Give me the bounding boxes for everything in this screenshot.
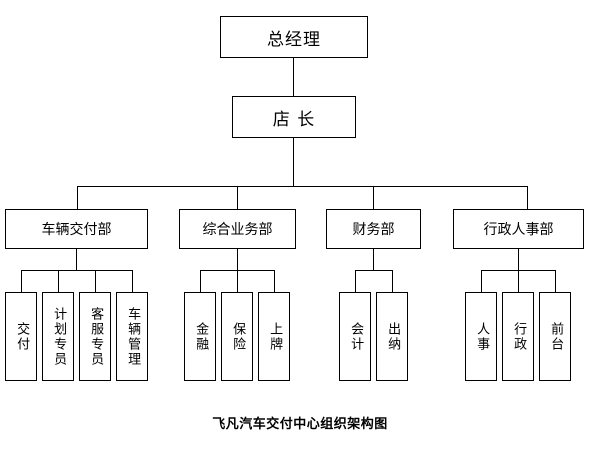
- node-department-general-business-label: 综合业务部: [202, 222, 273, 238]
- connector-dept-1-to-leaf-3: [95, 270, 96, 292]
- node-department-finance-label: 财务部: [352, 222, 395, 238]
- node-role-human-resources[interactable]: 人事: [465, 292, 497, 381]
- connector-dept-1-to-leaf-2: [58, 270, 59, 292]
- node-general-manager-label: 总经理: [267, 29, 321, 50]
- node-role-insurance[interactable]: 保险: [221, 292, 253, 381]
- node-department-vehicle-delivery-label: 车辆交付部: [41, 222, 112, 238]
- connector-dept-3-drop: [373, 249, 374, 271]
- node-role-front-desk[interactable]: 前台: [539, 292, 571, 381]
- node-role-vehicle-management[interactable]: 车辆管理: [116, 292, 148, 381]
- connector-dept-2-to-leaf-1: [200, 270, 201, 292]
- connector-dept-3-bus: [355, 270, 393, 271]
- connector-dept-4-drop: [518, 249, 519, 271]
- node-store-manager-label: 店 长: [272, 109, 316, 130]
- connector-dept-2-to-leaf-3: [274, 270, 275, 292]
- node-role-insurance-label: 保险: [230, 321, 246, 352]
- node-role-customer-service-specialist-label: 客服专员: [88, 306, 104, 367]
- connector-dept-3-to-leaf-2: [392, 270, 393, 292]
- node-department-vehicle-delivery[interactable]: 车辆交付部: [5, 209, 148, 249]
- connector-gm-to-store-manager: [293, 58, 294, 96]
- node-role-finance-product-label: 金融: [193, 321, 209, 352]
- node-department-admin-hr[interactable]: 行政人事部: [453, 209, 584, 249]
- node-role-planning-specialist-label: 计划专员: [51, 306, 67, 367]
- connector-bus-to-dept-2: [237, 186, 238, 209]
- node-role-cashier-label: 出纳: [385, 321, 401, 352]
- chart-caption: 飞凡汽车交付中心组织架构图: [212, 417, 388, 432]
- connector-dept-1-bus: [21, 270, 132, 271]
- connector-dept-3-to-leaf-1: [355, 270, 356, 292]
- connector-dept-4-to-leaf-3: [555, 270, 556, 292]
- node-role-customer-service-specialist[interactable]: 客服专员: [79, 292, 111, 381]
- node-role-finance-product[interactable]: 金融: [184, 292, 216, 381]
- node-role-delivery-label: 交付: [14, 321, 30, 352]
- node-role-delivery[interactable]: 交付: [5, 292, 37, 381]
- node-store-manager[interactable]: 店 长: [232, 96, 356, 138]
- node-role-planning-specialist[interactable]: 计划专员: [42, 292, 74, 381]
- connector-bus-to-dept-4: [527, 186, 528, 209]
- connector-dept-1-to-leaf-4: [132, 270, 133, 292]
- node-department-finance[interactable]: 财务部: [326, 209, 421, 249]
- node-role-vehicle-management-label: 车辆管理: [125, 306, 141, 367]
- connector-dept-1-to-leaf-1: [21, 270, 22, 292]
- connector-dept-4-to-leaf-1: [481, 270, 482, 292]
- node-general-manager[interactable]: 总经理: [220, 16, 368, 58]
- node-role-license-plate-label: 上牌: [267, 321, 283, 352]
- connector-department-bus: [77, 186, 528, 187]
- node-role-license-plate[interactable]: 上牌: [258, 292, 290, 381]
- node-department-general-business[interactable]: 综合业务部: [179, 209, 296, 249]
- node-role-accountant-label: 会计: [348, 321, 364, 352]
- connector-bus-to-dept-1: [77, 186, 78, 209]
- node-department-admin-hr-label: 行政人事部: [483, 222, 554, 238]
- node-role-administration-label: 行政: [511, 321, 527, 352]
- node-role-accountant[interactable]: 会计: [339, 292, 371, 381]
- connector-dept-2-to-leaf-2: [237, 270, 238, 292]
- connector-bus-to-dept-3: [373, 186, 374, 209]
- node-role-human-resources-label: 人事: [474, 321, 490, 352]
- node-role-administration[interactable]: 行政: [502, 292, 534, 381]
- node-role-front-desk-label: 前台: [548, 321, 564, 352]
- connector-dept-1-drop: [76, 249, 77, 271]
- connector-store-manager-drop: [293, 138, 294, 186]
- connector-dept-4-to-leaf-2: [518, 270, 519, 292]
- node-role-cashier[interactable]: 出纳: [376, 292, 408, 381]
- connector-dept-2-drop: [237, 249, 238, 271]
